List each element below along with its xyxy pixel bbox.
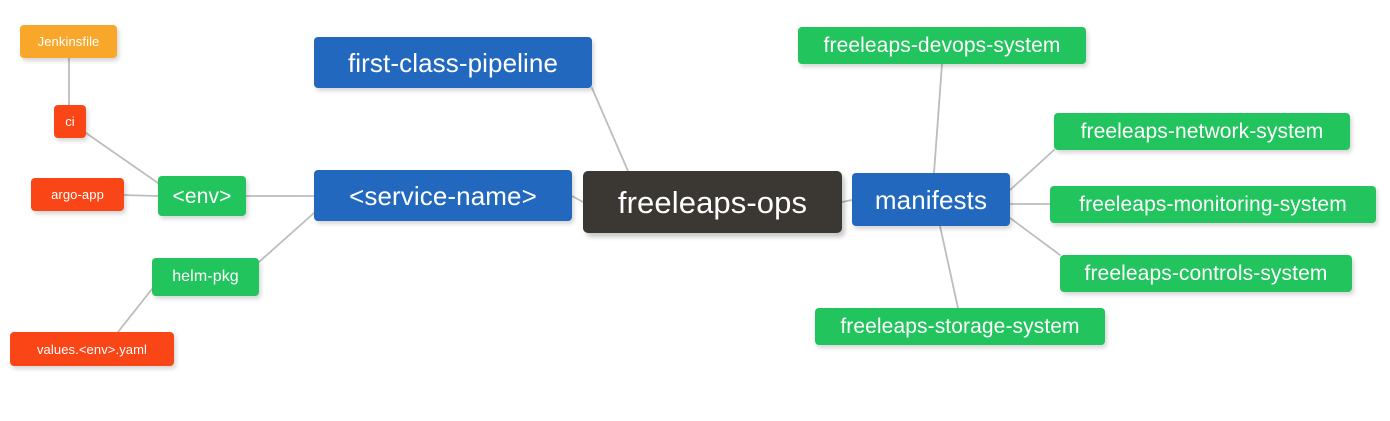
edge-freeleaps-ops-to-service-name xyxy=(571,195,584,203)
edge-freeleaps-ops-to-first-class-pipeline xyxy=(591,87,629,172)
mindmap-node-label: ci xyxy=(65,114,75,129)
mindmap-node-freeleaps-ops[interactable]: freeleaps-ops xyxy=(583,171,842,233)
mindmap-node-label: freeleaps-storage-system xyxy=(840,315,1080,338)
mindmap-node-values-env-yaml[interactable]: values.<env>.yaml xyxy=(10,332,174,366)
mindmap-node-label: helm-pkg xyxy=(172,268,239,285)
mindmap-node-first-class-pipeline[interactable]: first-class-pipeline xyxy=(314,37,592,88)
mindmap-node-label: values.<env>.yaml xyxy=(36,341,148,357)
mindmap-node-label: argo-app xyxy=(51,187,104,202)
mindmap-node-env[interactable]: <env> xyxy=(158,176,246,216)
mindmap-node-manifests[interactable]: manifests xyxy=(852,173,1010,226)
edge-freeleaps-ops-to-manifests xyxy=(841,199,853,203)
mindmap-node-jenkinsfile[interactable]: Jenkinsfile xyxy=(20,25,117,58)
mindmap-node-ci[interactable]: ci xyxy=(54,105,86,138)
edge-env-to-argo-app xyxy=(123,194,159,197)
mindmap-node-freeleaps-storage-system[interactable]: freeleaps-storage-system xyxy=(815,308,1105,345)
mindmap-node-label: <service-name> xyxy=(349,180,537,211)
mindmap-node-freeleaps-monitoring-system[interactable]: freeleaps-monitoring-system xyxy=(1050,186,1376,223)
edge-manifests-to-freeleaps-storage-system xyxy=(939,225,959,309)
mindmap-node-freeleaps-network-system[interactable]: freeleaps-network-system xyxy=(1054,113,1350,150)
edge-env-to-ci xyxy=(85,132,159,184)
mindmap-node-argo-app[interactable]: argo-app xyxy=(31,178,124,211)
mindmap-node-label: manifests xyxy=(874,184,988,215)
mindmap-node-label: first-class-pipeline xyxy=(347,47,559,78)
edge-manifests-to-freeleaps-controls-system xyxy=(1009,217,1061,256)
mindmap-node-label: Jenkinsfile xyxy=(37,34,100,49)
edge-manifests-to-freeleaps-devops-system xyxy=(933,63,943,174)
mindmap-node-label: freeleaps-ops xyxy=(617,184,808,220)
mindmap-node-label: freeleaps-network-system xyxy=(1080,120,1324,143)
mindmap-node-freeleaps-controls-system[interactable]: freeleaps-controls-system xyxy=(1060,255,1352,292)
mindmap-node-service-name[interactable]: <service-name> xyxy=(314,170,572,221)
mindmap-node-label: freeleaps-controls-system xyxy=(1084,262,1328,285)
edge-manifests-to-freeleaps-network-system xyxy=(1009,149,1055,191)
mindmap-node-label: <env> xyxy=(172,184,232,208)
edge-service-name-to-helm-pkg xyxy=(258,212,315,263)
mindmap-node-label: freeleaps-monitoring-system xyxy=(1079,193,1347,216)
mindmap-node-freeleaps-devops-system[interactable]: freeleaps-devops-system xyxy=(798,27,1086,64)
mindmap-node-helm-pkg[interactable]: helm-pkg xyxy=(152,258,259,296)
edge-helm-pkg-to-values-env-yaml xyxy=(117,288,153,333)
mindmap-node-label: freeleaps-devops-system xyxy=(823,34,1061,57)
